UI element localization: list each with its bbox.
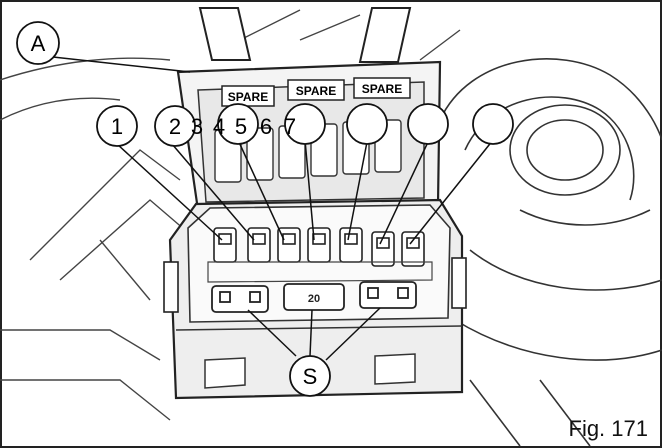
spare-label-3: SPARE [353, 77, 411, 99]
callout-empty-2 [407, 103, 449, 145]
background-structure [0, 9, 461, 421]
leader-lines [52, 56, 494, 361]
callout-7: 7 [284, 114, 296, 139]
figure-caption: Fig. 171 [568, 416, 649, 441]
spare-fuses: 20 [211, 281, 417, 313]
callout-1: 1 [96, 105, 138, 147]
fuse-row [213, 227, 425, 267]
spare-text: SPARE [362, 82, 402, 96]
spare-text: SPARE [228, 90, 268, 104]
callout-empty-1 [346, 103, 388, 145]
fuse-rating-text: 20 [308, 293, 320, 305]
fuse-bases [207, 261, 433, 283]
fuse-7 [401, 231, 425, 267]
fuse-2 [247, 227, 271, 263]
callout-S-text: S [303, 364, 318, 389]
callout-2: 2 [154, 105, 196, 147]
fuse-4 [307, 227, 331, 263]
callout-5: 5 [235, 114, 247, 139]
callout-6-text: 6 [260, 114, 272, 139]
callout-3: 3 [191, 103, 259, 145]
spare-fuse-2: 20 [283, 283, 345, 311]
callout-7-text: 7 [284, 114, 296, 139]
callout-3-text: 3 [191, 114, 203, 139]
fuse-1 [213, 227, 237, 263]
spare-text: SPARE [296, 84, 336, 98]
fuse-6 [371, 231, 395, 267]
callout-2-text: 2 [169, 114, 181, 139]
callout-A: A [16, 21, 60, 65]
callout-S: S [289, 355, 331, 397]
callout-6: 6 [260, 103, 326, 145]
callout-5-text: 5 [235, 114, 247, 139]
spare-label-1: SPARE [221, 85, 275, 107]
spare-label-2: SPARE [287, 79, 345, 101]
spare-fuse-3 [359, 281, 417, 309]
callout-1-text: 1 [111, 114, 123, 139]
fuse-5 [339, 227, 363, 263]
callout-A-text: A [31, 31, 46, 56]
callout-4: 4 [213, 114, 225, 139]
callout-empty-3 [472, 103, 514, 145]
lid-straps [198, 7, 412, 63]
callout-4-text: 4 [213, 114, 225, 139]
spare-fuse-1 [211, 285, 269, 313]
